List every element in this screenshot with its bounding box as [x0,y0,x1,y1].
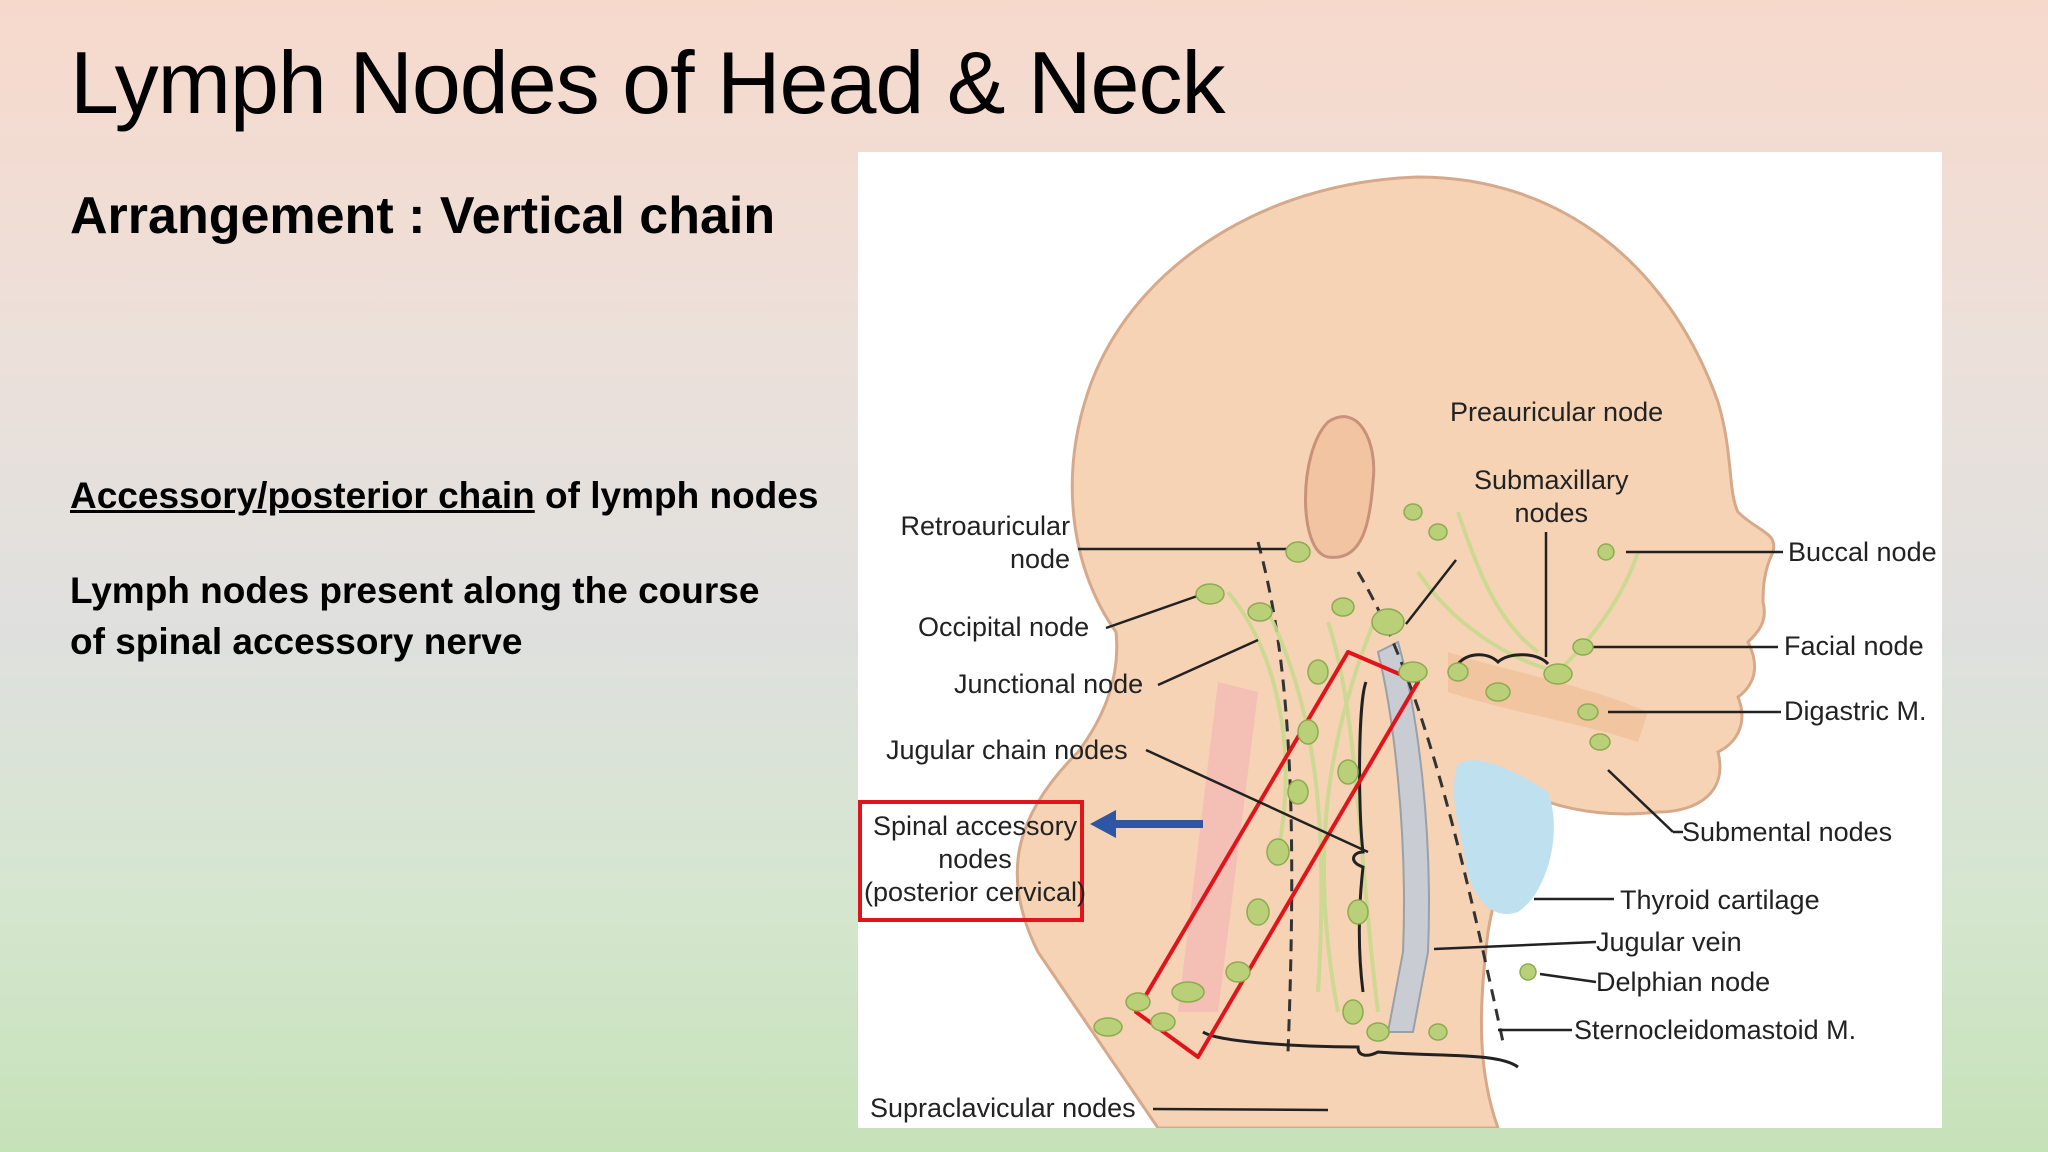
lymph-nodes [1093,503,1615,1042]
label-supraclavicular: Supraclavicular nodes [870,1093,1136,1123]
leader-lines [1078,532,1783,1112]
label-submaxillary-line-2: nodes [1514,497,1589,528]
label-spinal-line-2: nodes [938,843,1012,874]
arrow-head [1090,810,1116,838]
label-jugular-chain: Jugular chain nodes [886,735,1128,765]
digastric-muscle-shape [1448,652,1648,742]
description: Lymph nodes present along the course of … [70,565,790,667]
label-submaxillary-line-1: Submaxillary [1474,465,1629,495]
label-jugular-vein: Jugular vein [1596,927,1742,957]
label-thyroid-cartilage: Thyroid cartilage [1620,885,1820,915]
label-preauricular: Preauricular node [1450,397,1664,427]
dashed-line-spinal-nerve [1256,541,1294,1053]
label-facial: Facial node [1784,631,1924,661]
neck-lymph-node-diagram: Spinal accessory nodes (posterior cervic… [858,152,1942,1128]
label-sternocleidomastoid: Sternocleidomastoid M. [1574,1015,1857,1045]
label-submaxillary: Submaxillary nodes [1474,464,1629,530]
spinal-accessory-highlight-box [858,800,1084,922]
bracket-submaxillary [1456,653,1550,666]
chain-heading-underlined: Accessory/posterior chain [70,475,535,516]
slide-title: Lymph Nodes of Head & Neck [70,33,1225,132]
label-retroauricular: Retroauricular node [900,510,1071,576]
description-line-2: of spinal accessory nerve [70,621,523,663]
sternocleidomastoid-muscle [1178,682,1258,1012]
label-occipital: Occipital node [918,612,1090,642]
chain-heading: Accessory/posterior chain of lymph nodes [70,474,818,518]
label-spinal-line-3: (posterior cervical) [864,876,1087,907]
description-line-1: Lymph nodes present along the course [70,570,760,611]
bracket-jugular-chain [1352,681,1368,993]
anatomy-illustration [1015,175,1783,1128]
label-delphian: Delphian node [1596,967,1771,997]
label-buccal: Buccal node [1788,537,1937,567]
thyroid-cartilage-shape [1453,760,1554,914]
label-digastric: Digastric M. [1784,696,1927,726]
posterior-chain-highlight [1134,650,1420,1059]
label-junctional: Junctional node [954,669,1144,699]
chain-heading-rest: of lymph nodes [534,475,819,516]
label-submental: Submental nodes [1682,817,1893,847]
lymph-vessels [1226,511,1640,1013]
label-retroauricular-line-2: node [1010,543,1071,574]
subtitle: Arrangement : Vertical chain [70,187,776,245]
ear-shape [1304,415,1376,559]
bracket-supraclavicular [1202,1030,1519,1069]
label-spinal-accessory-nodes: Spinal accessory nodes (posterior cervic… [864,810,1086,909]
label-spinal-line-1: Spinal accessory [872,811,1078,841]
label-retroauricular-line-1: Retroauricular [900,511,1071,541]
